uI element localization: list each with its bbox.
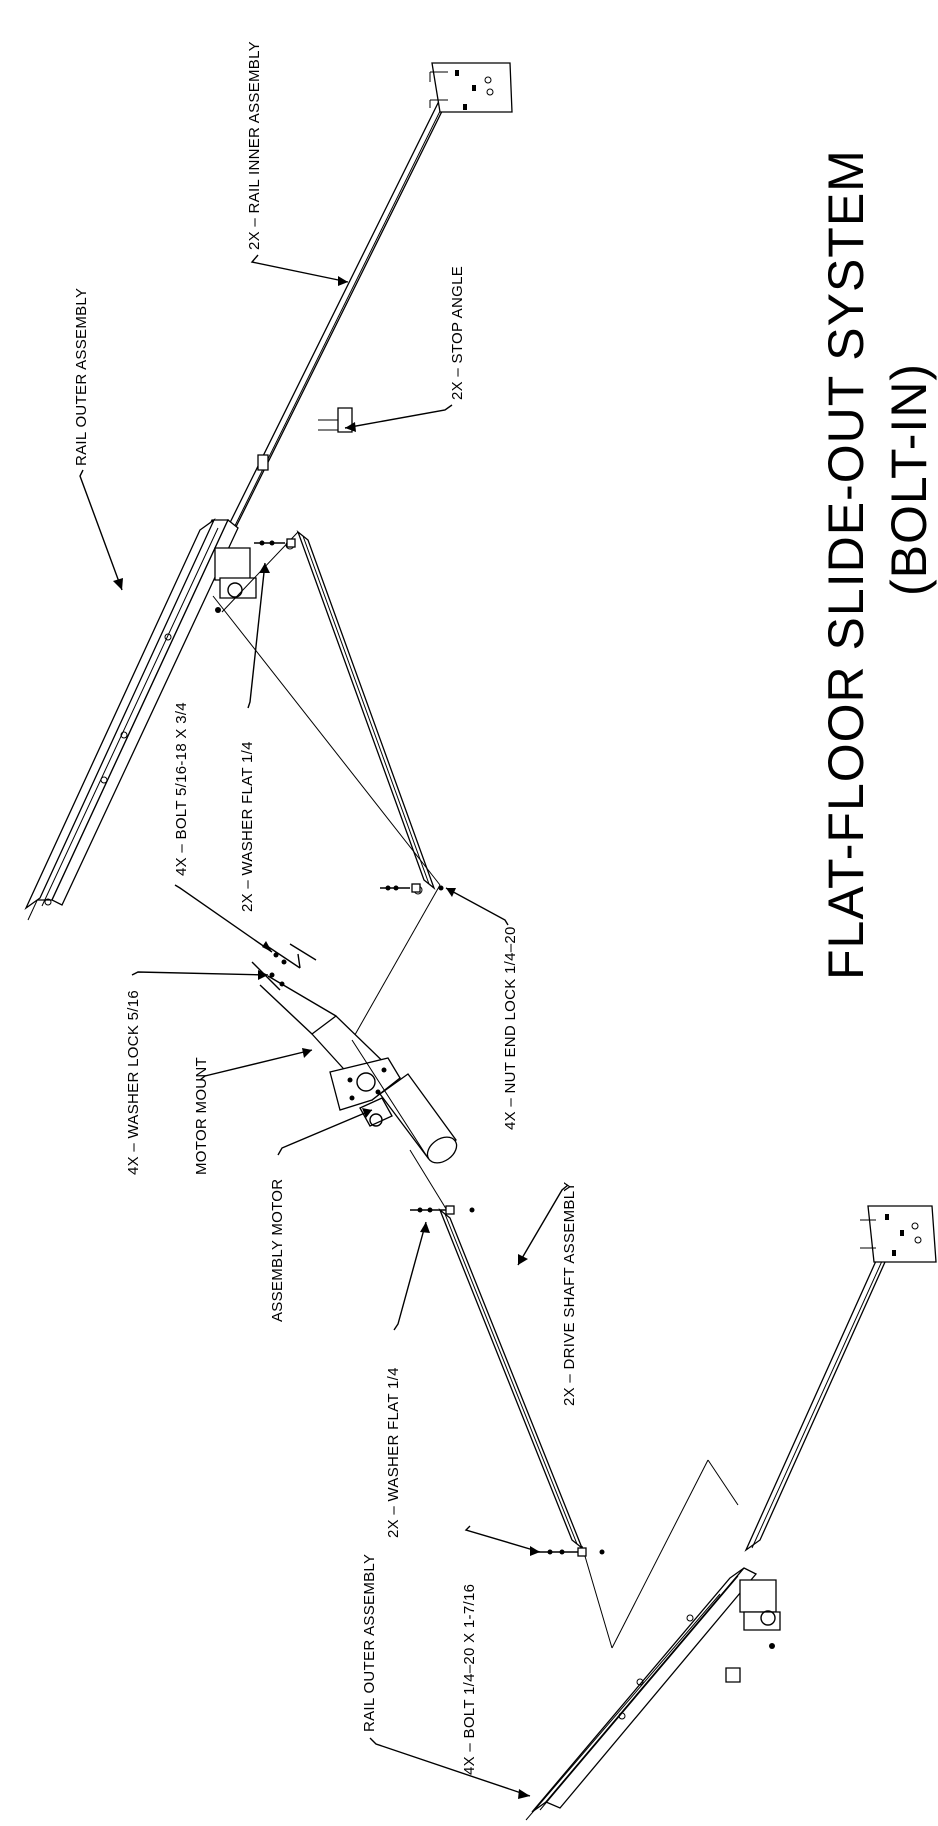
bottom-shaft-fasteners (410, 1205, 605, 1557)
callout-bolt-5-16: 4X – BOLT 5/16-18 X 3/4 (173, 702, 190, 876)
callout-rail-outer-bottom: RAIL OUTER ASSEMBLY (361, 1554, 378, 1732)
motor-fasteners (251, 943, 317, 991)
callout-rail-outer-top: RAIL OUTER ASSEMBLY (73, 288, 90, 466)
callout-washer-flat-bottom: 2X – WASHER FLAT 1/4 (385, 1367, 402, 1538)
top-shaft-fasteners (254, 538, 444, 893)
callout-washer-lock: 4X – WASHER LOCK 5/16 (125, 990, 142, 1175)
leader-lines (79, 254, 569, 1799)
callout-drive-shaft: 2X – DRIVE SHAFT ASSEMBLY (561, 1181, 578, 1406)
callout-nut-end-lock: 4X – NUT END LOCK 1/4–20 (502, 926, 519, 1130)
callout-rail-inner: 2X – RAIL INNER ASSEMBLY (246, 41, 263, 250)
top-rail-outer-assembly (24, 454, 269, 921)
bottom-rail-outer-assembly (525, 1567, 781, 1821)
top-rail-inner-assembly (208, 62, 513, 566)
motor-mount (259, 975, 401, 1111)
callout-washer-flat-top: 2X – WASHER FLAT 1/4 (239, 741, 256, 912)
callout-motor-mount: MOTOR MOUNT (193, 1057, 210, 1175)
callout-bolt-1-4: 4X – BOLT 1/4–20 X 1-7/16 (461, 1584, 478, 1775)
callout-stop-angle: 2X – STOP ANGLE (449, 266, 466, 400)
drawing-title-line-2: (BOLT-IN) (881, 363, 937, 596)
callout-assembly-motor: ASSEMBLY MOTOR (269, 1179, 286, 1322)
bottom-rail-inner-assembly (744, 1205, 937, 1552)
assembly-motor (351, 1039, 458, 1164)
drawing-title-line-1: FLAT-FLOOR SLIDE-OUT SYSTEM (818, 149, 874, 980)
